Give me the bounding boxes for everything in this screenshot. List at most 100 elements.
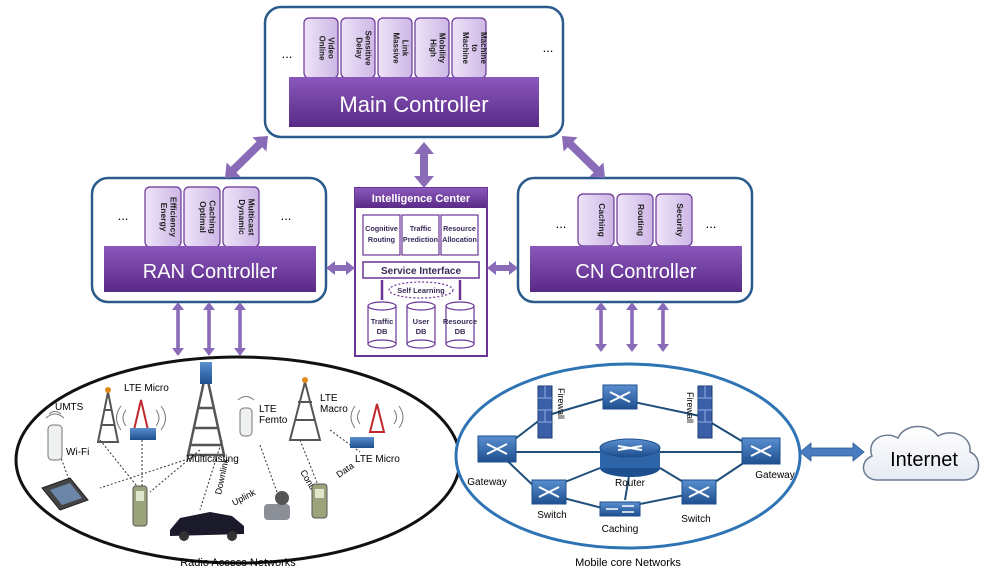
switch-right-icon [681, 479, 717, 505]
arrow-ran-ic [326, 261, 355, 275]
caching-device-icon [599, 501, 641, 517]
core-caption: Mobile core Networks [575, 557, 681, 569]
arrow-main-ran [225, 136, 268, 178]
cloud-icon [862, 425, 980, 481]
ran-caption: Radio Access Networks [180, 557, 296, 569]
phone-icon-right [311, 483, 328, 519]
ran-service-tab-label: Energy [159, 203, 169, 232]
main-controller-label: Main Controller [339, 92, 488, 117]
internet-cloud: Internet [862, 425, 980, 481]
wifi-router-icon [45, 411, 65, 461]
gateway-left-label: Gateway [467, 477, 506, 488]
database-label: Resource [443, 317, 477, 326]
cn-service-tab-2: Security [655, 193, 693, 247]
firewall-left-icon [537, 385, 553, 439]
main-service-tab-label: Link [400, 40, 409, 57]
ran-controller-label: RAN Controller [143, 261, 278, 283]
lte-femto-icon [237, 396, 255, 437]
firewall-right-icon [697, 385, 713, 439]
lte-micro-right-icon [350, 403, 404, 448]
lte-macro-label-2: Macro [320, 404, 348, 415]
main-service-tab-label: High [428, 39, 437, 57]
database-label: User [413, 317, 430, 326]
lte-macro-tower-icon [288, 377, 322, 441]
wifi-label: Wi-Fi [66, 447, 89, 458]
caching-label: Caching [602, 524, 639, 535]
switch-right-label: Switch [681, 514, 710, 525]
cn-controller-bar [530, 246, 742, 292]
arrow-ran-down-1 [203, 302, 215, 356]
database-label: DB [377, 327, 388, 336]
cn-controller-label: CN Controller [575, 261, 696, 283]
lte-macro-label-1: LTE [320, 393, 338, 404]
mobile-core-network: Firewall Firewall Router Caching Gateway… [454, 362, 802, 550]
main-ellipsis-right: ... [543, 40, 554, 55]
ic-module-label: Cognitive [365, 224, 398, 233]
main-service-tab-label: Massive [391, 32, 400, 64]
main-ellipsis-left: ... [282, 46, 293, 61]
ran-service-tab-label: Dynamic [237, 199, 247, 235]
cn-service-tab-label: Caching [597, 203, 607, 237]
self-learning-ellipse [388, 281, 454, 299]
lte-femto-label-1: LTE [259, 404, 277, 415]
umts-label: UMTS [55, 402, 84, 413]
firewall-left-label: Firewall [556, 388, 566, 419]
gateway-right-icon [741, 437, 781, 465]
switch-top-icon [602, 384, 638, 410]
link-core-internet [799, 442, 865, 462]
self-learning-label: Self Learning [397, 286, 445, 295]
switch-left-label: Switch [537, 510, 566, 521]
ic-module-label: Allocation [442, 235, 477, 244]
lte-micro-right-label: LTE Micro [355, 454, 400, 465]
arrow-main-cn [562, 136, 605, 178]
database-label: Traffic [371, 317, 394, 326]
multicasting-label: Multicasting [186, 454, 239, 465]
laptop-icon [41, 477, 89, 511]
main-service-tab-label: Delay [354, 37, 363, 59]
database-label: DB [416, 327, 427, 336]
ran-ellipsis-left: ... [118, 208, 129, 223]
internet-label: Internet [890, 449, 958, 471]
gateway-left-icon [477, 435, 517, 463]
ran-service-tab-label: Multicast [247, 199, 257, 236]
intelligence-center-header [355, 188, 487, 208]
database-label: DB [455, 327, 466, 336]
ran-ellipsis-right: ... [281, 208, 292, 223]
cn-service-tab-1: Routing [616, 193, 654, 247]
cn-service-tab-0: Caching [577, 193, 615, 247]
ran-dotted-links [59, 429, 361, 511]
main-service-tab-label: Mobility [437, 33, 446, 64]
intelligence-center: Intelligence Center CognitiveRoutingTraf… [354, 187, 488, 357]
cn-ellipsis-right: ... [706, 216, 717, 231]
arrow-ran-down-2 [234, 302, 246, 356]
radio-access-network: UMTS Wi-Fi LTE Micro Multicasting Downli… [14, 355, 462, 565]
main-service-tab-label: to [470, 44, 479, 52]
main-service-tab-label: Online [317, 36, 326, 61]
ic-module-label: Traffic [410, 224, 432, 233]
arrow-cn-down-1 [626, 302, 638, 352]
lte-micro-top-label: LTE Micro [124, 383, 169, 394]
arrow-main-ic [414, 142, 434, 188]
multicasting-tower-icon [186, 362, 226, 457]
main-service-tab-label: Machine [461, 32, 470, 65]
gateway-right-label: Gateway [755, 470, 794, 481]
main-controller-bar [289, 77, 539, 127]
cn-ellipsis-left: ... [556, 216, 567, 231]
camera-icon [264, 491, 290, 520]
service-interface-box [362, 261, 480, 279]
lte-femto-label-2: Femto [259, 415, 288, 426]
arrow-ran-down-0 [172, 302, 184, 356]
ic-module-label: Resource [443, 224, 476, 233]
arrow-cn-down-0 [595, 302, 607, 352]
